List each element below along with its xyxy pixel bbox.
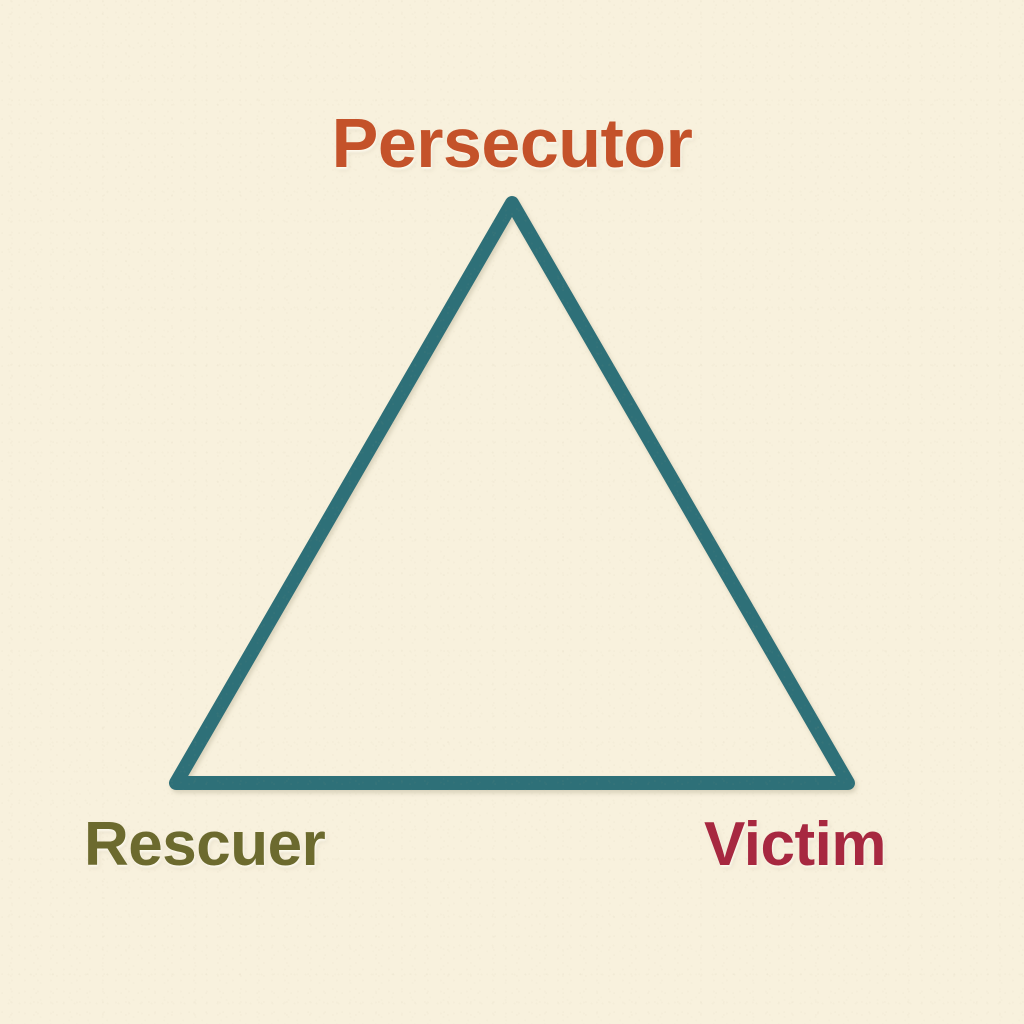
vertex-label-rescuer: Rescuer [84,810,326,879]
vertex-label-persecutor: Persecutor [331,104,693,182]
vertex-label-victim: Victim [704,810,886,879]
triangle-outline-shape [169,196,855,790]
